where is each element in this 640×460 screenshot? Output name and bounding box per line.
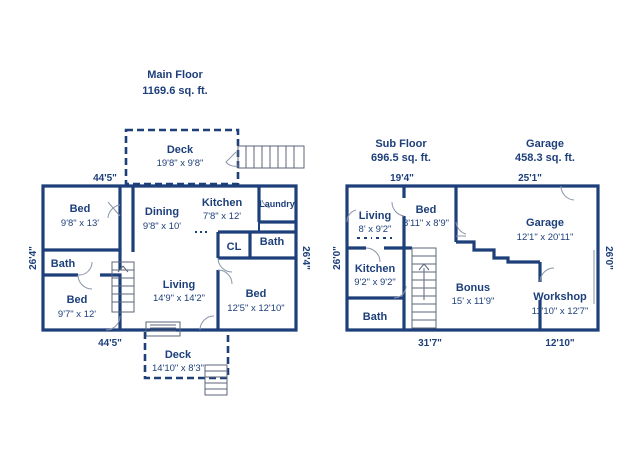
deck-top-stairs — [237, 145, 305, 169]
deck-top-name: Deck — [167, 144, 194, 156]
sub-floor-doors — [346, 185, 595, 304]
garage-dim-right: 26'0" — [603, 246, 614, 270]
kitchen-size: 7'8" x 12' — [203, 211, 241, 222]
main-dim-top: 44'5" — [93, 173, 117, 184]
dining-size: 9'8" x 10' — [143, 221, 181, 232]
main-dim-right: 26'4" — [300, 246, 311, 270]
sub-dim-left: 26'0" — [332, 246, 343, 270]
main-floor-exterior-wall — [41, 184, 298, 332]
main-dim-left: 26'4" — [28, 246, 39, 270]
dining-name: Dining — [145, 206, 179, 218]
workshop-name: Workshop — [533, 291, 587, 303]
main-floor-interior-walls — [43, 186, 296, 330]
sub-bath-name: Bath — [363, 311, 388, 323]
garage-dim-top: 25'1" — [518, 173, 542, 184]
cl-name: CL — [227, 241, 242, 253]
bed-nw-name: Bed — [70, 203, 91, 215]
sub-bed-name: Bed — [416, 204, 437, 216]
main-floor-stairs — [111, 261, 135, 313]
bath-e-name: Bath — [260, 236, 285, 248]
deck-bottom-stairs — [204, 364, 228, 396]
sub-kitchen-name: Kitchen — [355, 263, 396, 275]
bonus-size: 15' x 11'9" — [452, 296, 495, 307]
deck-top-size: 19'8" x 9'8" — [157, 158, 204, 169]
garage-name: Garage — [526, 217, 564, 229]
kitchen-name: Kitchen — [202, 197, 243, 209]
sub-floor-title: Sub Floor — [375, 138, 427, 150]
garage-size: 12'1" x 20'11" — [517, 232, 574, 243]
sub-living-name: Living — [359, 210, 391, 222]
bath-w-name: Bath — [51, 258, 76, 270]
bed-sw-name: Bed — [67, 294, 88, 306]
sub-living-size: 8' x 9'2" — [359, 224, 392, 235]
deck-bottom-outline — [143, 332, 230, 380]
bed-se-size: 12'5" x 12'10" — [227, 303, 284, 314]
fireplace — [145, 321, 181, 337]
garage-title: Garage — [526, 138, 564, 150]
garage-area: 458.3 sq. ft. — [515, 152, 575, 164]
sub-bed-size: 8'11" x 8'9" — [403, 218, 449, 229]
sub-floor-area: 696.5 sq. ft. — [371, 152, 431, 164]
sub-floor-exterior-wall — [345, 184, 600, 332]
bonus-name: Bonus — [456, 282, 490, 294]
main-floor-doors — [77, 151, 271, 331]
sub-floor-stairs — [411, 247, 437, 329]
garage-dim-bottom: 12'10" — [545, 338, 575, 349]
garage-section: Garage 458.3 sq. ft. Garage 12'1" x 20'1… — [515, 138, 614, 349]
bed-sw-size: 9'7" x 12' — [58, 309, 96, 320]
sub-floor-interior-walls — [347, 186, 542, 330]
main-floor: Main Floor 1169.6 sq. ft. — [28, 69, 311, 396]
main-floor-title: Main Floor — [147, 69, 203, 81]
deck-bottom-name: Deck — [165, 349, 192, 361]
main-dim-bottom: 44'5" — [98, 338, 122, 349]
workshop-size: 11'10" x 12'7" — [532, 306, 589, 317]
sub-floor: Sub Floor 696.5 sq. ft. — [332, 138, 600, 349]
sub-dim-bottom: 31'7" — [418, 338, 442, 349]
bed-nw-size: 9'8" x 13' — [61, 218, 99, 229]
deck-bottom-size: 14'10" x 8'3" — [152, 363, 204, 374]
living-size: 14'9" x 14'2" — [153, 293, 205, 304]
sub-dim-top: 19'4" — [390, 173, 414, 184]
laundry-name: Laundry — [259, 199, 295, 209]
deck-top-outline — [124, 128, 240, 186]
living-name: Living — [163, 279, 195, 291]
main-floor-area: 1169.6 sq. ft. — [142, 85, 207, 97]
sub-kitchen-size: 9'2" x 9'2" — [354, 277, 396, 288]
bed-se-name: Bed — [246, 288, 267, 300]
